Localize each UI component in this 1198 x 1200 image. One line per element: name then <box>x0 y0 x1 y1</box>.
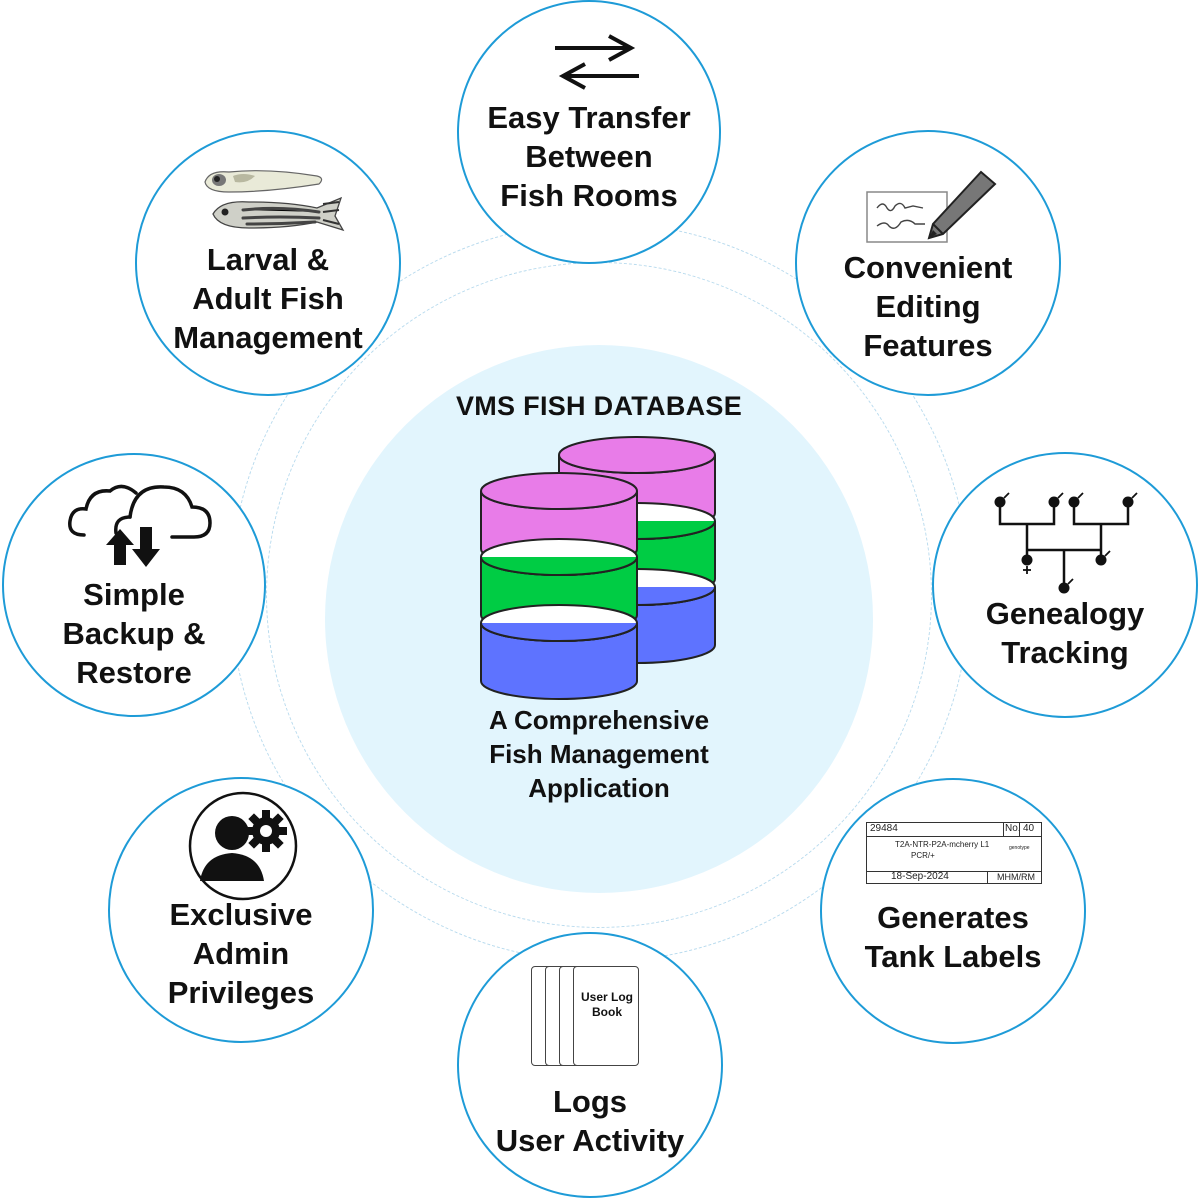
feature-backup: Simple Backup & Restore <box>2 453 266 717</box>
family-tree-icon <box>994 492 1138 594</box>
feature-label: Exclusive Admin Privileges <box>167 897 315 1010</box>
feature-editing: Convenient Editing Features <box>795 130 1061 396</box>
tank-initials: MHM/RM <box>997 872 1035 882</box>
tank-no-value: 40 <box>1023 823 1035 834</box>
log-book-title: User Log Book <box>580 990 633 1019</box>
feature-label: Logs User Activity <box>495 1084 685 1158</box>
transfer-arrows-icon <box>555 34 639 90</box>
feature-label: Simple Backup & Restore <box>62 577 206 690</box>
tank-line1: T2A-NTR-P2A-mcherry L1 <box>895 840 990 849</box>
feature-logs: User Log Book Logs User Activity <box>457 932 723 1198</box>
feature-label: Generates Tank Labels <box>864 900 1042 974</box>
tank-no-label: No. <box>1005 823 1021 834</box>
pen-editing-icon <box>866 170 997 243</box>
feature-labels: 29484 No. 40 T2A-NTR-P2A-mcherry L1 PCR/… <box>820 778 1086 1044</box>
log-book-icon: User Log Book <box>531 966 651 1070</box>
tank-genotype: genotype <box>1009 845 1030 851</box>
center-title: VMS FISH DATABASE <box>455 391 743 421</box>
feature-label: Larval & Adult Fish Management <box>173 242 363 355</box>
feature-genealogy: Genealogy Tracking <box>932 452 1198 718</box>
feature-fish: Larval & Adult Fish Management <box>135 130 401 396</box>
tank-label-icon: 29484 No. 40 T2A-NTR-P2A-mcherry L1 PCR/… <box>866 822 1042 884</box>
feature-transfer: Easy Transfer Between Fish Rooms <box>457 0 721 264</box>
tank-line2: PCR/+ <box>911 851 935 860</box>
cloud-sync-icon <box>68 484 212 567</box>
zebrafish-icon <box>204 170 345 232</box>
feature-label: Convenient Editing Features <box>843 250 1013 363</box>
feature-admin: Exclusive Admin Privileges <box>108 777 374 1043</box>
feature-label: Genealogy Tracking <box>985 596 1145 670</box>
center-subtitle: A Comprehensive Fish Management Applicat… <box>488 705 710 803</box>
tank-id: 29484 <box>870 823 898 834</box>
tank-date: 18-Sep-2024 <box>891 871 949 882</box>
database-cylinder-front <box>480 472 638 700</box>
center-circle: VMS FISH DATABASE A Comprehensive Fish M… <box>325 345 873 893</box>
feature-label: Easy Transfer Between Fish Rooms <box>487 100 691 213</box>
admin-gear-icon <box>188 791 298 901</box>
database-icon <box>480 436 716 700</box>
